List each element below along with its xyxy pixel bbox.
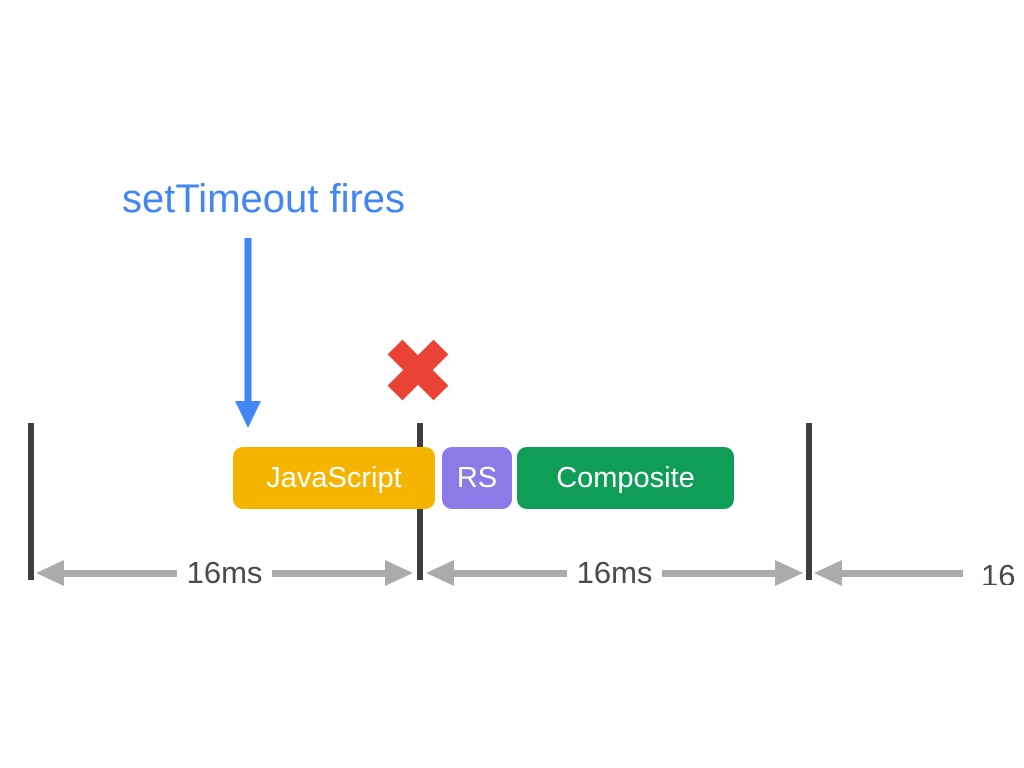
frame-boundary-3 [806,423,812,580]
frame-duration-segment-3: 16 [814,559,1024,587]
frame-duration-segment-1: 16ms [36,555,413,590]
arrow-left-icon [36,560,64,586]
down-arrow-icon [235,238,261,428]
arrow-shaft [454,569,567,577]
arrow-shaft [842,569,963,577]
arrow-shaft [272,569,385,577]
rs-block: RS [442,447,512,509]
arrow-left-icon [426,560,454,586]
arrow-shaft [662,569,775,577]
frame-duration-segment-2: 16ms [426,555,803,590]
javascript-block: JavaScript [233,447,435,509]
arrow-left-icon [814,560,842,586]
arrow-right-icon [775,560,803,586]
duration-label-1: 16ms [186,555,263,590]
arrow-shaft [64,569,177,577]
down-arrow-shaft [244,238,252,404]
duration-label-2: 16ms [576,555,653,590]
duration-label-3: 16 [981,561,1016,585]
error-x-icon [387,339,449,401]
composite-block: Composite [517,447,734,509]
settimeout-fires-label: setTimeout fires [122,177,406,221]
down-arrow-head [235,401,261,428]
frame-boundary-1 [28,423,34,580]
arrow-right-icon [385,560,413,586]
error-x-strokes [387,339,449,401]
